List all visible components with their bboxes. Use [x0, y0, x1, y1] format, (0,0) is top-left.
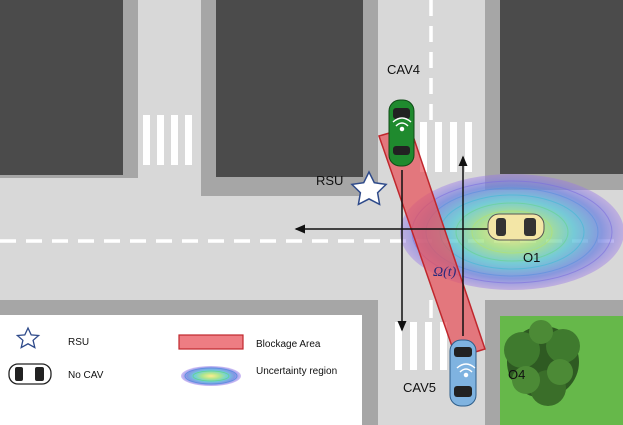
crosswalk-top-left: [143, 115, 192, 165]
legend-rsu-label: RSU: [68, 337, 89, 348]
legend-rsu-star-icon: [15, 326, 41, 349]
cav4-signal-icon: [392, 117, 412, 132]
legend-blockage-swatch: [178, 334, 244, 350]
crosswalk-top-right: [420, 122, 472, 172]
legend-no-cav-label: No CAV: [68, 370, 104, 381]
legend-uncertainty-icon: [181, 366, 241, 386]
rsu-star-icon: [350, 170, 388, 206]
crosswalk-bottom: [395, 322, 447, 370]
tree-icon: [504, 320, 580, 406]
building-top-right: [485, 0, 623, 190]
o1-label: O1: [523, 250, 540, 265]
legend-uncertainty-label: Uncertainty region: [256, 366, 337, 377]
o1-car-icon: [487, 213, 545, 241]
rsu-label: RSU: [316, 173, 343, 188]
omega-label: Ω(t): [433, 265, 457, 280]
legend: RSU No CAV Blockage Area Uncertainty reg…: [8, 326, 337, 386]
legend-blockage-label: Blockage Area: [256, 339, 321, 350]
cav5-label: CAV5: [403, 380, 436, 395]
building-top-middle: [201, 0, 378, 196]
block-bottom-left: [0, 300, 378, 425]
building-top-left: [0, 0, 138, 178]
o4-label: O4: [508, 367, 525, 382]
legend-car-icon: [8, 363, 52, 385]
cav4-car-icon: [388, 99, 415, 167]
cav5-signal-icon: [456, 363, 476, 378]
cav5-car-icon: [449, 339, 477, 407]
cav4-label: CAV4: [387, 62, 420, 77]
